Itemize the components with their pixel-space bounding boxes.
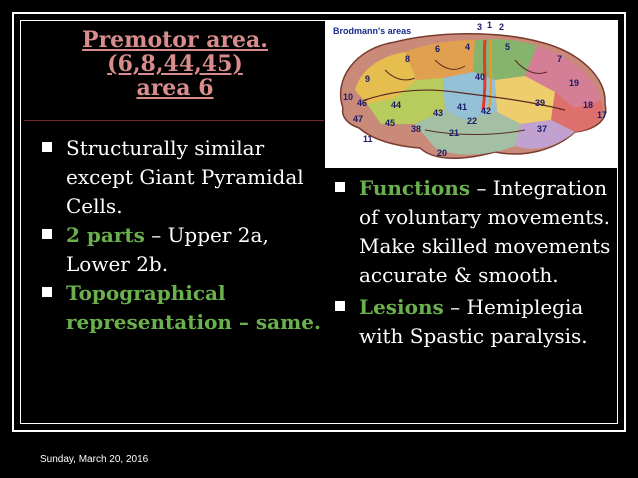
right-bullet-1: Functions – Integration of voluntary mov… (333, 174, 623, 290)
bullet-highlight: Functions (359, 176, 471, 200)
brain-label-39: 39 (535, 98, 545, 108)
bullet-highlight: Topographical representation – same. (66, 281, 321, 334)
bullet-text: – Upper 2a, Lower 2b. (66, 223, 269, 276)
left-bullet-3: Topographical representation – same. (40, 279, 322, 337)
brain-label-44: 44 (391, 100, 401, 110)
brain-label-4: 4 (465, 42, 470, 52)
brain-label-42: 42 (481, 106, 491, 116)
brain-figure-title: Brodmann's areas (333, 26, 411, 36)
square-bullet-icon (335, 182, 345, 192)
square-bullet-icon (42, 229, 52, 239)
left-bullet-list: Structurally similar except Giant Pyrami… (40, 134, 322, 337)
brain-label-46: 46 (357, 98, 367, 108)
square-bullet-icon (42, 287, 52, 297)
brain-label-45: 45 (385, 118, 395, 128)
bullet-text: Structurally similar except Giant Pyrami… (66, 136, 304, 218)
title-divider (24, 120, 324, 121)
brain-label-41: 41 (457, 102, 467, 112)
title-line-3: area 6 (136, 75, 214, 101)
square-bullet-icon (335, 301, 345, 311)
brain-label-6: 6 (435, 44, 440, 54)
brain-label-17: 17 (597, 110, 607, 120)
brain-label-18: 18 (583, 100, 593, 110)
left-bullet-2: 2 parts – Upper 2a, Lower 2b. (40, 221, 322, 279)
title-line-1: Premotor area. (82, 27, 268, 53)
brain-label-10: 10 (343, 92, 353, 102)
brain-label-22: 22 (467, 116, 477, 126)
right-bullet-2: Lesions – Hemiplegia with Spastic paraly… (333, 293, 623, 351)
bullet-highlight: Lesions (359, 295, 444, 319)
brain-label-5: 5 (505, 42, 510, 52)
brain-label-21: 21 (449, 128, 459, 138)
brain-label-37: 37 (537, 124, 547, 134)
brain-label-47: 47 (353, 114, 363, 124)
title-line-2: (6,8,44,45) (107, 51, 243, 77)
brain-label-20: 20 (437, 148, 447, 158)
brain-label-11: 11 (363, 134, 373, 144)
right-bullet-list: Functions – Integration of voluntary mov… (333, 174, 623, 351)
brain-label-38: 38 (411, 124, 421, 134)
brain-label-1: 1 (487, 20, 492, 30)
brodmann-brain-image: Brodmann's areas 3 1 2 4 5 6 7 8 (325, 20, 617, 168)
slide-footer-date: Sunday, March 20, 2016 (40, 454, 149, 465)
slide-title: Premotor area. (6,8,44,45) area 6 (40, 28, 310, 100)
brain-label-43: 43 (433, 108, 443, 118)
slide-inner-border (20, 20, 618, 424)
bullet-text: – Hemiplegia with Spastic paralysis. (359, 295, 588, 348)
brain-label-3: 3 (477, 22, 482, 32)
bullet-text: – Integration of voluntary movements. Ma… (359, 176, 611, 287)
slide-outer-border (12, 12, 626, 432)
left-bullet-1: Structurally similar except Giant Pyrami… (40, 134, 322, 221)
brain-label-8: 8 (405, 54, 410, 64)
brain-label-19: 19 (569, 78, 579, 88)
bullet-highlight: 2 parts (66, 223, 145, 247)
brain-illustration: Brodmann's areas 3 1 2 4 5 6 7 8 (333, 20, 607, 159)
brain-label-40: 40 (475, 72, 485, 82)
brain-label-2: 2 (499, 22, 504, 32)
square-bullet-icon (42, 142, 52, 152)
brain-label-7: 7 (557, 54, 562, 64)
brain-label-9: 9 (365, 74, 370, 84)
